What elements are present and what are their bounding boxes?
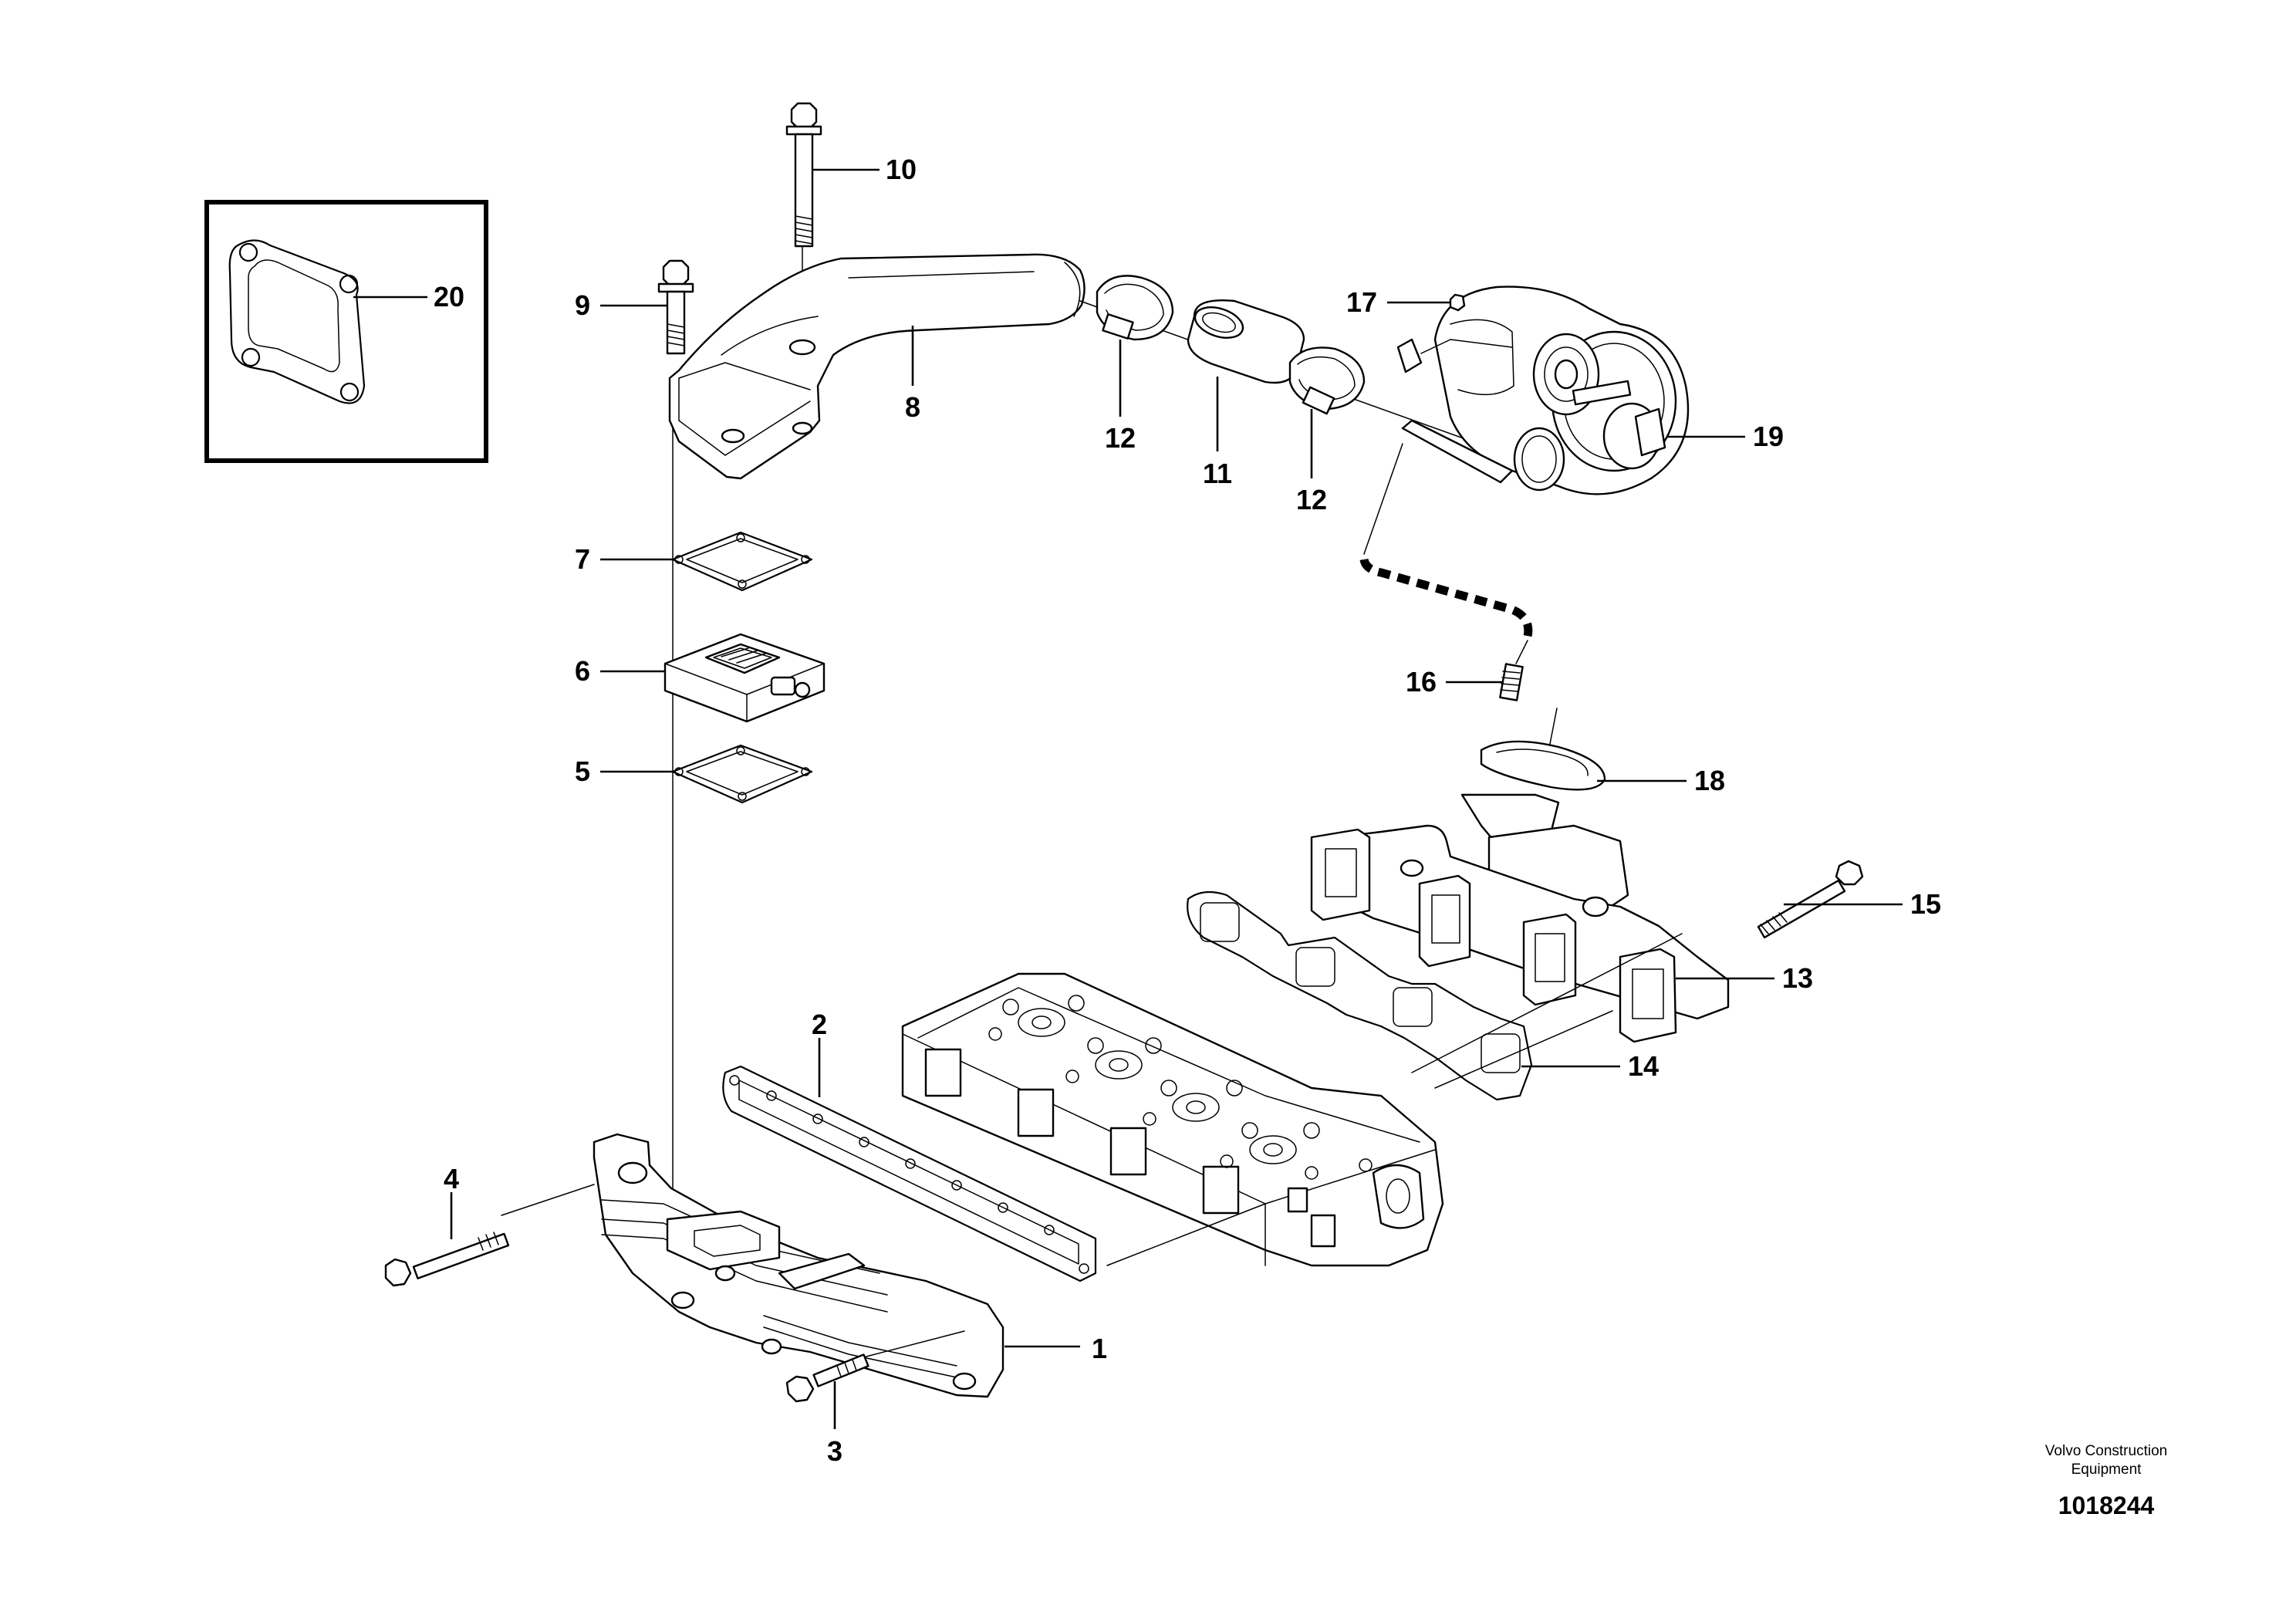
bolt-15 [1411, 860, 1903, 1073]
cylinder-head [901, 972, 1613, 1267]
fitting-17 [1387, 293, 1466, 312]
callout-17: 17 [1346, 286, 1377, 318]
gasket-7 [600, 531, 813, 592]
callout-1: 1 [1092, 1333, 1107, 1364]
bolt-3 [785, 1330, 965, 1429]
callout-6: 6 [575, 655, 590, 687]
callout-10: 10 [886, 154, 917, 185]
callout-20: 20 [434, 281, 464, 313]
hose-clamp-12-right [1288, 346, 1366, 478]
footer-block: Volvo Construction Equipment 1018244 [2045, 1443, 2167, 1519]
stud-16 [1446, 663, 1524, 701]
callout-5: 5 [575, 755, 590, 787]
brand-line-1: Volvo Construction [2045, 1443, 2167, 1459]
gasket-18 [1480, 708, 1687, 791]
callout-16: 16 [1406, 666, 1437, 698]
intake-manifold-1 [593, 1133, 1080, 1398]
callout-8: 8 [905, 391, 920, 423]
callout-15: 15 [1910, 888, 1941, 920]
bolt-9 [600, 259, 694, 355]
gasket-14 [1187, 890, 1620, 1101]
callout-labels: 1 2 3 4 5 6 7 8 9 10 11 12 12 13 14 15 1… [434, 154, 1941, 1467]
callout-7: 7 [575, 543, 590, 575]
gasket-2 [722, 1038, 1097, 1282]
oil-return-hose [1359, 443, 1533, 664]
callout-11: 11 [1203, 458, 1232, 489]
bolt-10 [785, 102, 880, 248]
exhaust-manifold-13 [1310, 793, 1774, 1043]
callout-18: 18 [1694, 765, 1725, 796]
gasket-5 [600, 744, 813, 804]
document-number: 1018244 [2058, 1492, 2155, 1519]
callout-19: 19 [1753, 421, 1784, 452]
throttle-plate-6 [600, 633, 826, 723]
hose-11 [1187, 299, 1305, 451]
callout-14: 14 [1628, 1050, 1659, 1082]
callout-13: 13 [1782, 962, 1813, 994]
inset-box-gasket-20 [204, 200, 488, 463]
callout-3: 3 [827, 1435, 842, 1467]
turbocharger-19 [1396, 286, 1745, 495]
callout-12-right: 12 [1296, 484, 1327, 515]
hose-clamp-12-left [1096, 275, 1174, 417]
callout-2: 2 [812, 1009, 827, 1040]
callout-9: 9 [575, 289, 590, 321]
pipe-8 [668, 253, 1086, 480]
callout-12-left: 12 [1105, 422, 1136, 454]
brand-line-2: Equipment [2071, 1461, 2142, 1478]
bolt-4 [384, 1184, 595, 1287]
callout-4: 4 [444, 1163, 459, 1195]
